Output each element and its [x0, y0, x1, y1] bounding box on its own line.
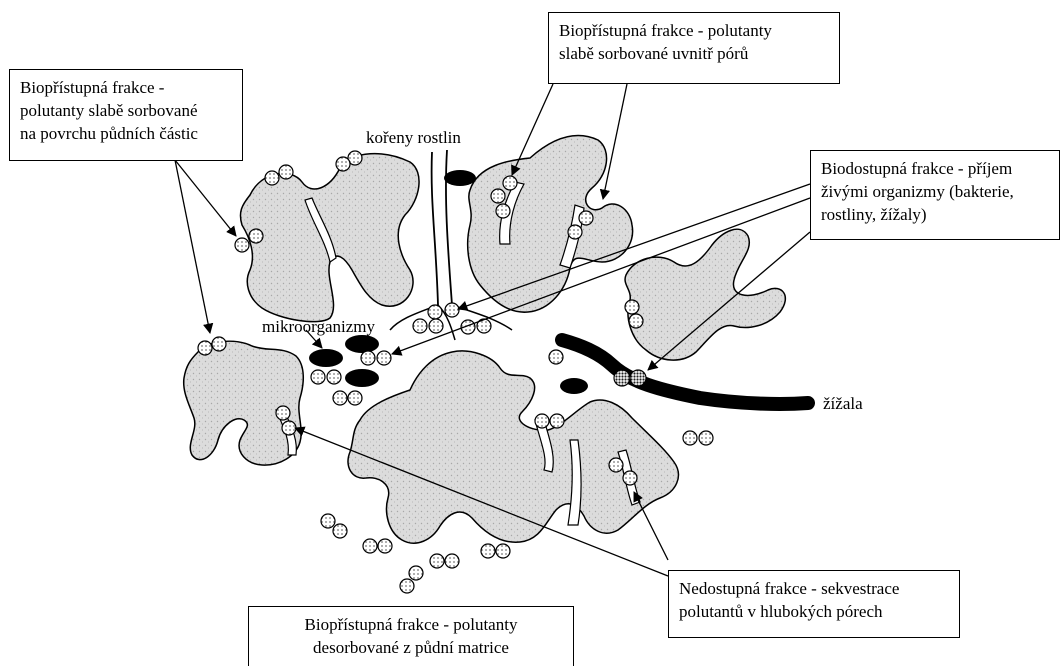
plant-root-a [432, 152, 438, 305]
box-ned-line-2: polutantů v hlubokých pórech [679, 600, 949, 623]
box-desorbed-fraction: Biopřístupná frakce - polutanty desorbov… [248, 606, 574, 666]
microorganism [309, 349, 343, 367]
box-pores-line-2: slabě sorbované uvnitř pórů [559, 42, 829, 65]
box-des-line-1: Biopřístupná frakce - polutanty [259, 613, 563, 636]
box-pores-line-1: Biopřístupná frakce - polutanty [559, 19, 829, 42]
box-surface-line-3: na povrchu půdních částic [20, 122, 232, 145]
box-surface-fraction: Biopřístupná frakce - polutanty slabě so… [9, 69, 243, 161]
box-surface-line-1: Biopřístupná frakce - [20, 76, 232, 99]
box-bio-line-2: živými organizmy (bakterie, [821, 180, 1049, 203]
box-bio-line-3: rostliny, žížaly) [821, 203, 1049, 226]
box-surface-line-2: polutanty slabě sorbované [20, 99, 232, 122]
microorganism [444, 170, 476, 186]
microorganism [560, 378, 588, 394]
soil-particle-left [184, 341, 304, 465]
label-microorganisms: mikroorganizmy [262, 317, 375, 337]
box-pore-fraction: Biopřístupná frakce - polutanty slabě so… [548, 12, 840, 84]
label-earthworm: žížala [823, 394, 863, 414]
box-inaccessible-fraction: Nedostupná frakce - sekvestrace polutant… [668, 570, 960, 638]
box-des-line-2: desorbované z půdní matrice [259, 636, 563, 659]
microorganism [345, 335, 379, 353]
box-ned-line-1: Nedostupná frakce - sekvestrace [679, 577, 949, 600]
label-plant-roots: kořeny rostlin [366, 128, 461, 148]
microorganism [345, 369, 379, 387]
box-bio-line-1: Biodostupná frakce - příjem [821, 157, 1049, 180]
soil-particle-right [625, 229, 785, 360]
soil-particle-top-right [468, 135, 633, 312]
box-bioavailable-fraction: Biodostupná frakce - příjem živými organ… [810, 150, 1060, 240]
